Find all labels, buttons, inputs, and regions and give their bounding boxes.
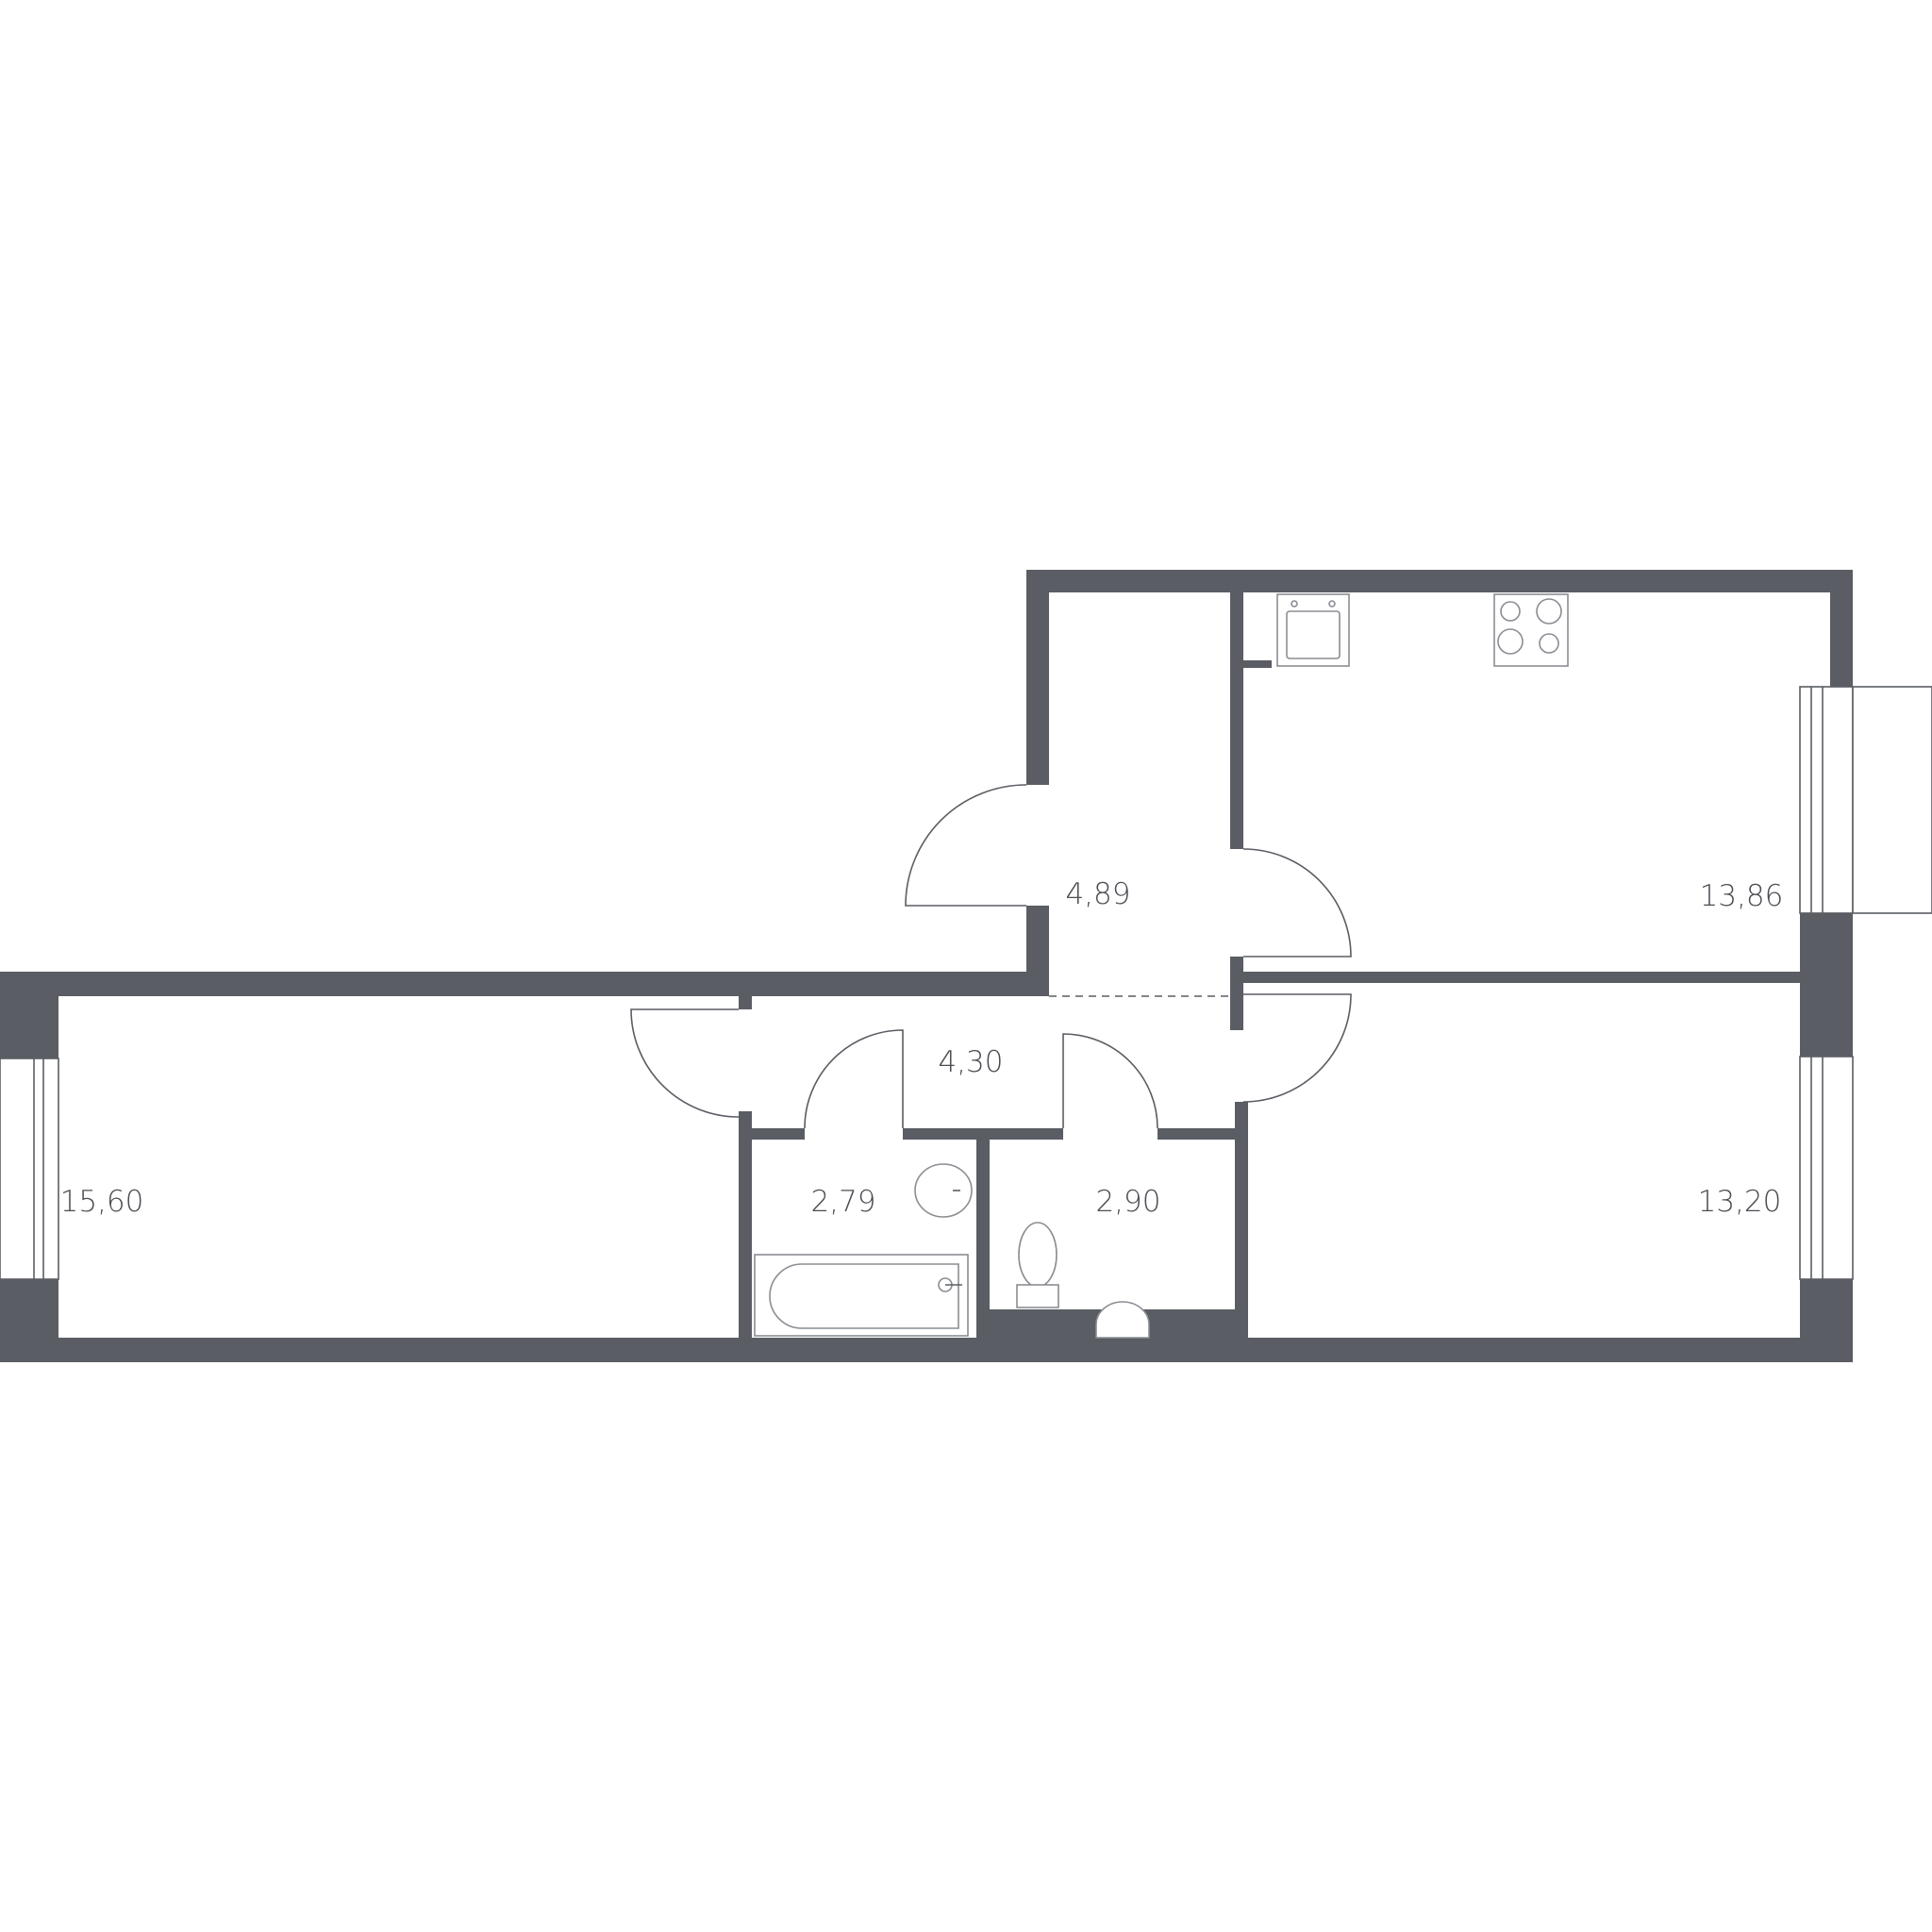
room-area-bedroom: 15,60: [60, 1185, 144, 1219]
room-area-hall: 4,89: [1065, 877, 1130, 911]
windows: [0, 686, 1932, 1280]
room-area-living: 13,20: [1698, 1185, 1782, 1219]
kitchen-window: [1799, 686, 1854, 914]
doors: [630, 784, 1352, 1129]
living-door: [1242, 993, 1352, 1103]
bedroom-window: [0, 1058, 59, 1280]
bathtub-icon: [754, 1254, 969, 1337]
fixtures: [754, 593, 1569, 1339]
wc-washbasin-icon: [1095, 1301, 1150, 1339]
bath-door: [804, 1029, 904, 1129]
room-area-bath: 2,79: [810, 1185, 875, 1219]
bedroom-door: [630, 1008, 740, 1118]
living-window: [1799, 1056, 1854, 1280]
room-area-wc: 2,90: [1095, 1185, 1160, 1219]
walls: [0, 570, 1853, 1362]
area-labels: 4,89 13,86 4,30 15,60 2,79 2,90 13,20: [60, 877, 1784, 1219]
washbasin-icon: [914, 1163, 973, 1218]
room-area-kitchen: 13,86: [1700, 879, 1784, 913]
stove-icon: [1493, 593, 1569, 667]
room-area-corridor: 4,30: [938, 1045, 1003, 1079]
sink-icon: [1276, 593, 1350, 667]
kitchen-door: [1242, 848, 1352, 958]
toilet-icon: [1016, 1222, 1059, 1308]
wc-door: [1062, 1033, 1158, 1129]
entrance-door: [905, 784, 1027, 907]
balcony: [1852, 686, 1932, 914]
